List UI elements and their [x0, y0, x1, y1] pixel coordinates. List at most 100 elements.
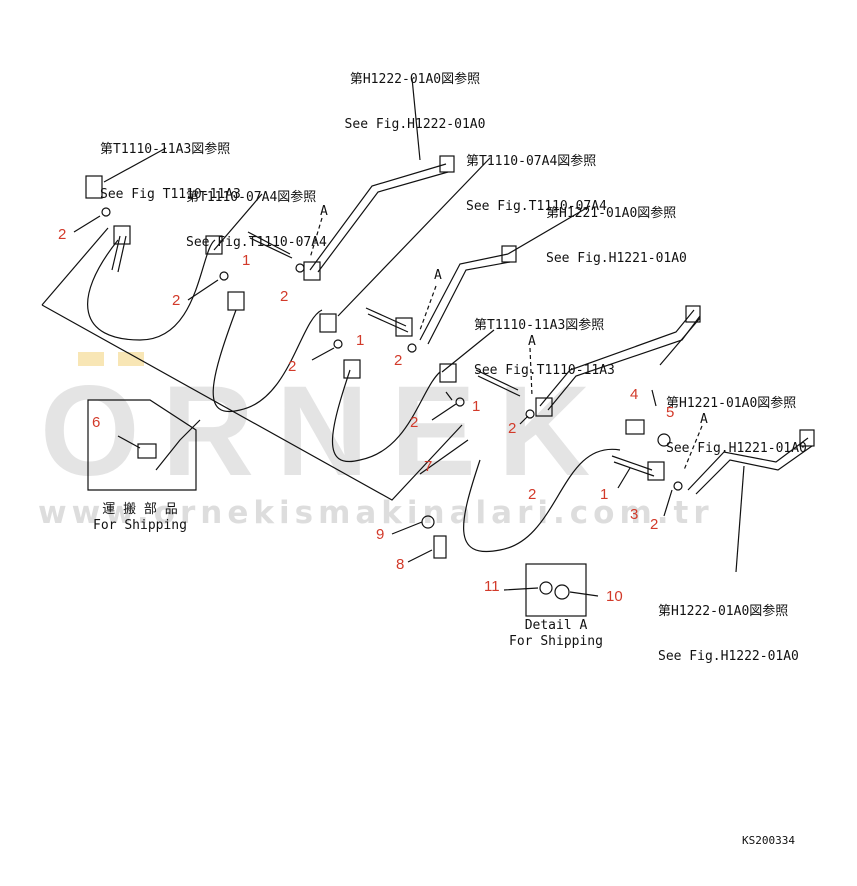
connector-3: [475, 369, 521, 397]
connector-2: [365, 307, 409, 333]
fitting-7: [319, 313, 337, 333]
leader-ref-2: [103, 147, 167, 183]
shipping-box-jp: 運 搬 部 品: [102, 502, 178, 517]
o-ring-5: [407, 343, 417, 353]
ref-en: See Fig.H1221-01A0: [546, 251, 687, 266]
part-number-label: 7: [424, 458, 433, 475]
ref-jp: 第H1222-01A0図参照: [658, 604, 789, 619]
detail-arrow-4: [683, 425, 703, 471]
ref-en: See Fig.T1110-07A4: [186, 235, 327, 250]
fitting-8: [343, 359, 361, 379]
pipe-upper: [309, 163, 447, 271]
fitting-13: [799, 429, 815, 447]
detail-a-frame: [525, 563, 587, 617]
shipping-box-caption: 運 搬 部 品 For Shipping: [80, 502, 200, 534]
ref-en: See Fig.H1222-01A0: [658, 649, 799, 664]
ref-callout-7: 第H1221-01A0図参照 See Fig.H1221-01A0: [666, 366, 807, 486]
ref-en: See Fig.H1222-01A0: [344, 117, 486, 132]
hose-lower: [463, 448, 621, 553]
part-number-label: 8: [396, 556, 405, 573]
ref-callout-2: 第T1110-11A3図参照 See Fig T1110-11A3: [100, 112, 241, 232]
fitting-5: [303, 261, 321, 281]
detail-marker: A: [434, 268, 442, 283]
bolt-8: [433, 535, 447, 559]
watermark-brand: ORNEK: [40, 360, 613, 503]
o-ring-1: [101, 207, 111, 217]
leader-ref-6: [441, 329, 495, 373]
shipping-box-frame: [87, 399, 197, 491]
ref-callout-5: 第H1221-01A0図参照 See Fig.H1221-01A0: [546, 176, 687, 296]
ref-jp: 第T1110-07A4図参照: [186, 190, 317, 205]
fitting-6: [395, 317, 413, 337]
part-number-label: 2: [650, 516, 659, 533]
part-11-ring: [539, 581, 553, 595]
o-ring-7: [525, 409, 535, 419]
hose-middle-left: [212, 309, 323, 413]
connector-1: [247, 231, 293, 259]
ref-jp: 第T1110-07A4図参照: [466, 154, 597, 169]
part-number-label: 2: [172, 292, 181, 309]
part-4: [625, 419, 645, 435]
ref-callout-3: 第T1110-07A4図参照 See Fig.T1110-07A4: [186, 160, 327, 280]
shipping-box-en: For Shipping: [93, 518, 187, 533]
part-number-label: 4: [630, 386, 639, 403]
ref-jp: 第T1110-11A3図参照: [100, 142, 231, 157]
part-number-label: 2: [508, 420, 517, 437]
fitting-14: [439, 155, 455, 173]
part-number-label: 11: [484, 578, 500, 595]
part-10-ring: [554, 584, 570, 600]
fitting-2: [113, 225, 131, 245]
detail-marker: A: [528, 334, 536, 349]
part-number-label: 2: [410, 414, 419, 431]
watermark-accent-left: [78, 352, 104, 366]
shipping-box-link: [155, 419, 201, 471]
fitting-10: [535, 397, 553, 417]
shipping-boundary-line: [41, 304, 463, 501]
detail-a-en: For Shipping: [509, 634, 603, 649]
o-ring-3: [295, 263, 305, 273]
ref-jp: 第H1221-01A0図参照: [546, 206, 677, 221]
hose-upper-left: [87, 239, 216, 341]
leader-ref-4: [337, 157, 491, 317]
detail-arrow-2: [419, 285, 437, 331]
ref-callout-6: 第T1110-11A3図参照 See Fig.T1110-11A3: [474, 288, 615, 408]
part-number-label: 6: [92, 414, 101, 431]
detail-a-title: Detail A: [524, 618, 588, 633]
leader-ref-1: [411, 77, 421, 161]
leader-ref-5: [507, 205, 591, 255]
watermark-accent-right: [118, 352, 144, 366]
detail-a-caption: Detail A For Shipping: [496, 618, 616, 650]
part-number-label: 1: [356, 332, 365, 349]
fitting-15: [501, 245, 517, 263]
fitting-12: [647, 461, 665, 481]
part-number-label: 5: [666, 404, 675, 421]
fitting-9: [439, 363, 457, 383]
part-number-label: 1: [600, 486, 609, 503]
part-6-leader: [117, 435, 141, 449]
detail-arrow-3: [529, 347, 533, 397]
pipe-lower-right: [687, 437, 809, 491]
pipe-right: [539, 309, 695, 407]
drawing-code: KS200334: [742, 834, 795, 847]
fitting-1: [85, 175, 103, 199]
o-ring-2: [219, 271, 229, 281]
shipping-boundary-left: [41, 227, 109, 306]
part-number-label: 10: [606, 588, 623, 605]
part-number-label: 2: [288, 358, 297, 375]
ref-en: See Fig.H1221-01A0: [666, 441, 807, 456]
part-5: [657, 433, 671, 447]
ref-callout-8: 第H1222-01A0図参照 See Fig.H1222-01A0: [658, 574, 799, 694]
o-ring-6: [455, 397, 465, 407]
fitting-4: [227, 291, 245, 311]
ref-jp: 第H1222-01A0図参照: [349, 72, 481, 87]
leader-ref-8: [735, 465, 745, 573]
part-number-label: 1: [242, 252, 251, 269]
hose-centre: [332, 369, 441, 463]
watermark-url: www.ornekismakinalari.com.tr: [38, 495, 714, 531]
ref-jp: 第T1110-11A3図参照: [474, 318, 605, 333]
ref-en: See Fig.T1110-07A4: [466, 199, 607, 214]
leader-ref-7: [659, 317, 701, 366]
part-6-bracket: [137, 443, 157, 459]
